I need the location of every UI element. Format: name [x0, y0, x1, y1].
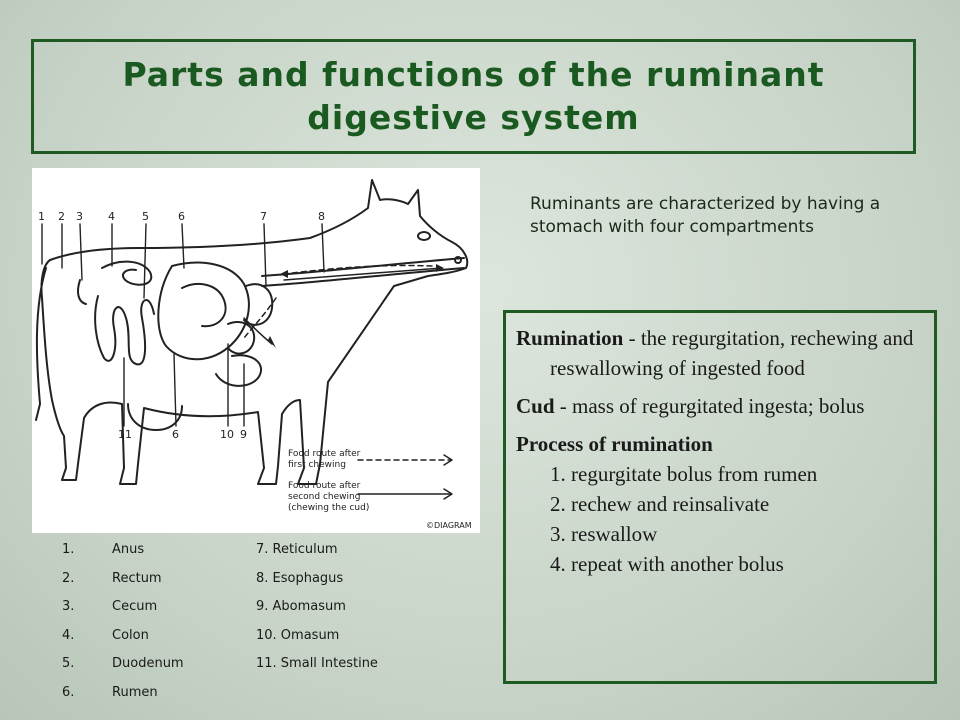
legend-first-line1: Food route after [288, 449, 361, 459]
diagram-label-6: 6 [178, 210, 185, 223]
diagram-label-4: 4 [108, 210, 115, 223]
list-item: 1.Anus [62, 542, 145, 557]
list-item: 6.Rumen [62, 684, 158, 700]
legend-second-line3: (chewing the cud) [288, 503, 369, 513]
list-item: 8. Esophagus [256, 570, 344, 586]
list-item: 10. Omasum [256, 627, 340, 643]
process-step: 4. repeat with another bolus [550, 552, 784, 576]
process-steps: 1. regurgitate bolus from rumen 2. reche… [516, 459, 924, 579]
parts-column-right: 7. Reticulum 8. Esophagus 9. Abomasum 10… [256, 540, 378, 683]
diagram-label-9: 9 [240, 428, 247, 441]
cow-udder [127, 403, 183, 431]
definition-rumination: Rumination - the regurgitation, rechewin… [516, 323, 924, 383]
legend-second-line2: second chewing [288, 492, 360, 502]
process-step: 2. rechew and reinsalivate [550, 492, 770, 516]
list-item: 7. Reticulum [256, 542, 338, 557]
colon [101, 260, 153, 286]
list-item: 9. Abomasum [256, 599, 346, 614]
cecum [77, 279, 87, 305]
page-title: Parts and functions of the ruminant dige… [122, 54, 825, 137]
definition-cud: Cud - mass of regurgitated ingesta; bolu… [516, 391, 924, 421]
cow-eye [417, 231, 431, 241]
definitions-box: Rumination - the regurgitation, rechewin… [503, 310, 937, 684]
reticulum [243, 283, 274, 326]
diagram-label-6b: 6 [172, 428, 179, 441]
process-step: 1. regurgitate bolus from rumen [550, 462, 818, 486]
omasum [227, 321, 256, 355]
diagram-label-7: 7 [260, 210, 267, 223]
term-rumination: Rumination [516, 326, 624, 350]
diagram-label-2: 2 [58, 210, 65, 223]
diagram-label-3: 3 [76, 210, 83, 223]
list-item: 5.Duodenum [62, 656, 184, 671]
definition-rumination-text: - the regurgitation, rechewing and reswa… [550, 326, 914, 380]
legend-second-line1: Food route after [288, 481, 361, 491]
process-step: 3. reswallow [550, 522, 658, 546]
process-heading: Process of rumination [516, 432, 713, 456]
diagram-label-8: 8 [318, 210, 325, 223]
diagram-credit: ©DIAGRAM [426, 521, 472, 530]
term-cud: Cud [516, 394, 555, 418]
intro-text: Ruminants are characterized by having a … [530, 194, 881, 237]
list-item: 3.Cecum [62, 599, 158, 614]
cow-nostril [454, 256, 462, 264]
cow-body-outline [40, 179, 469, 485]
diagram-label-1: 1 [38, 210, 45, 223]
rumen [157, 261, 250, 361]
abomasum [215, 354, 262, 387]
first-chew-route [283, 264, 433, 275]
list-item: 4.Colon [62, 627, 149, 643]
list-item: 11. Small Intestine [256, 656, 378, 671]
diagram-label-5: 5 [142, 210, 149, 223]
cow-digestive-illustration: 1 2 3 4 5 6 7 8 11 6 10 9 Food route aft… [35, 179, 472, 530]
cow-tail [35, 267, 47, 421]
diagram-label-10: 10 [220, 428, 234, 441]
title-box: Parts and functions of the ruminant dige… [31, 39, 916, 154]
cow-diagram: 1 2 3 4 5 6 7 8 11 6 10 9 Food route aft… [32, 168, 480, 533]
second-chew-route [283, 267, 443, 281]
parts-column-left: 1.Anus 2.Rectum 3.Cecum 4.Colon 5.Duoden… [62, 540, 184, 711]
definition-cud-text: - mass of regurgitated ingesta; bolus [554, 394, 865, 418]
list-item: 2.Rectum [62, 570, 162, 586]
small-intestine [94, 295, 155, 366]
legend-first-line2: first chewing [288, 460, 346, 470]
diagram-label-11: 11 [118, 428, 132, 441]
